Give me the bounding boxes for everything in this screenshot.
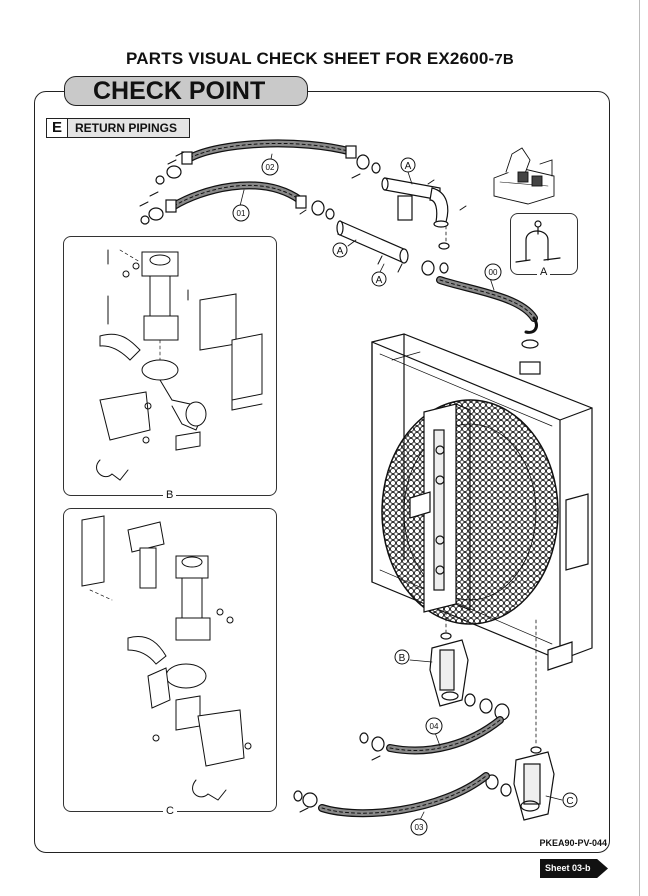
inset-label-a: A <box>537 266 551 278</box>
pipe-a-upper <box>381 177 449 228</box>
callout-00: 00 <box>489 268 498 277</box>
hose-01 <box>165 181 307 213</box>
ref-a-upper: A <box>405 161 412 172</box>
hose-02 <box>181 139 357 165</box>
inset-a-drawing <box>515 220 561 263</box>
inset-b-drawing <box>96 249 263 481</box>
callout-04: 04 <box>430 722 439 731</box>
callout-01: 01 <box>237 209 246 218</box>
page-title: PARTS VISUAL CHECK SHEET FOR EX2600-7B <box>126 49 514 68</box>
ref-b: B <box>399 653 406 664</box>
ref-a-left: A <box>337 246 344 257</box>
document-code: PKEA90-PV-044 <box>539 838 607 848</box>
pipe-a-lower <box>336 220 409 264</box>
section-label: E RETURN PIPINGS <box>46 118 190 138</box>
callout-03: 03 <box>415 823 424 832</box>
machine-location-icon <box>493 147 555 205</box>
junction-c <box>513 746 555 821</box>
ref-a-lower: A <box>376 275 383 286</box>
section-name: RETURN PIPINGS <box>75 121 178 135</box>
content-frame <box>34 91 610 853</box>
callout-02: 02 <box>266 163 275 172</box>
inset-label-b: B <box>163 489 177 501</box>
hose-00 <box>436 276 538 334</box>
hose-03 <box>318 772 490 818</box>
section-letter: E <box>47 119 68 137</box>
inset-label-c: C <box>163 805 177 817</box>
radiator-assembly <box>371 333 593 671</box>
junction-b <box>429 632 469 707</box>
sheet-badge: Sheet 03-b <box>540 859 608 878</box>
check-point-tab: CHECK POINT <box>64 76 308 106</box>
ref-c: C <box>566 796 573 807</box>
hose-04 <box>386 716 504 755</box>
inset-c-drawing <box>81 515 252 801</box>
